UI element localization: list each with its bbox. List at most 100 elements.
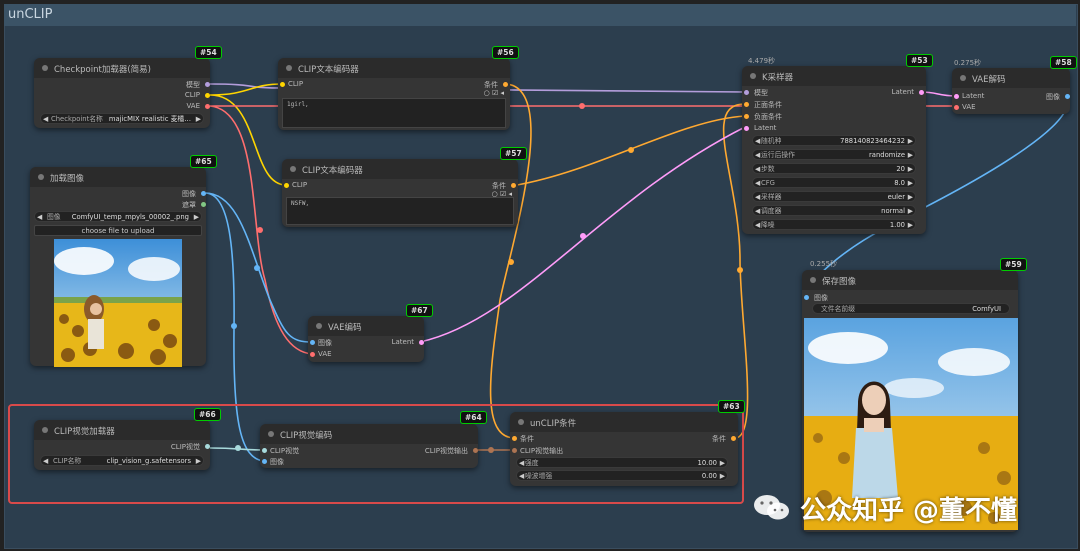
output-image-slot[interactable] [201,191,206,196]
arrow-left-icon[interactable]: ◀ [755,137,761,145]
arrow-left-icon[interactable]: ◀ [519,472,525,480]
text-toolbar-icons[interactable]: ○ ☑ ◂ [491,190,512,198]
node-clip-text-encode-positive[interactable]: CLIP文本编码器 CLIP 条件 ○ ☑ ◂ 1girl, [278,58,510,130]
collapse-dot[interactable] [42,65,48,71]
collapse-dot[interactable] [38,174,44,180]
node-header[interactable]: 保存图像 [802,270,1018,290]
input-conditioning-slot[interactable] [512,436,517,441]
arrow-right-icon[interactable]: ▶ [907,165,913,173]
node-vae-decode[interactable]: VAE解码 Latent VAE 图像 [952,68,1070,114]
node-save-image[interactable]: 保存图像 图像 文件名前缀 ComfyUI [802,270,1018,532]
arrow-right-icon[interactable]: ▶ [907,179,913,187]
collapse-dot[interactable] [268,431,274,437]
input-clip-slot[interactable] [280,82,285,87]
node-clip-text-encode-negative[interactable]: CLIP文本编码器 CLIP 条件 ○ ☑ ◂ NSFW, [282,159,518,227]
input-clip-vision-slot[interactable] [262,448,267,453]
input-image-slot[interactable] [310,340,315,345]
input-negative-slot[interactable] [744,114,749,119]
arrow-right-icon[interactable]: ▶ [719,472,725,480]
arrow-left-icon[interactable]: ◀ [37,213,43,221]
input-latent-slot[interactable] [744,126,749,131]
input-clip-vision-output-slot[interactable] [512,448,517,453]
node-header[interactable]: Checkpoint加载器(简易) [34,58,210,78]
node-header[interactable]: CLIP视觉加载器 [34,420,210,440]
collapse-dot[interactable] [286,65,292,71]
node-header[interactable]: 加载图像 [30,167,206,187]
image-combo[interactable]: ◀ 图像 ComfyUI_temp_mpyls_00002_.png ▶ [34,211,202,222]
input-clip-slot[interactable] [284,183,289,188]
arrow-right-icon[interactable]: ▶ [907,221,913,229]
collapse-dot[interactable] [810,277,816,283]
output-latent-slot[interactable] [419,340,424,345]
node-header[interactable]: CLIP文本编码器 [278,58,510,78]
output-mask-slot[interactable] [201,202,206,207]
arrow-right-icon[interactable]: ▶ [719,459,725,467]
input-image-slot[interactable] [262,459,267,464]
collapse-dot[interactable] [960,75,966,81]
filename-prefix-widget[interactable]: 文件名前缀 ComfyUI [812,303,1010,314]
collapse-dot[interactable] [316,323,322,329]
output-vae-slot[interactable] [205,104,210,109]
collapse-dot[interactable] [290,166,296,172]
output-conditioning-slot[interactable] [503,82,508,87]
clip-name-combo[interactable]: ◀ CLIP名称 clip_vision_g.safetensors ▶ [40,455,204,466]
text-toolbar-icons[interactable]: ○ ☑ ◂ [483,89,504,97]
node-vae-encode[interactable]: VAE编码 图像 VAE Latent [308,316,424,362]
arrow-left-icon[interactable]: ◀ [519,459,525,467]
arrow-left-icon[interactable]: ◀ [755,193,761,201]
node-header[interactable]: CLIP文本编码器 [282,159,518,179]
node-header[interactable]: VAE解码 [952,68,1070,88]
collapse-dot[interactable] [518,419,524,425]
node-header[interactable]: K采样器 [742,66,926,86]
arrow-left-icon[interactable]: ◀ [43,457,49,465]
arrow-left-icon[interactable]: ◀ [755,179,761,187]
output-clip-vision-output-slot[interactable] [473,448,478,453]
input-model-slot[interactable] [744,90,749,95]
input-image-slot[interactable] [804,295,809,300]
prompt-textarea[interactable]: 1girl, [282,98,506,128]
node-load-image[interactable]: 加载图像 图像 遮罩 ◀ 图像 ComfyUI_temp_mpyls_00002… [30,167,206,367]
output-clip-vision-slot[interactable] [205,444,210,449]
arrow-right-icon[interactable]: ▶ [193,213,199,221]
input-vae-slot[interactable] [310,352,315,357]
prompt-textarea[interactable]: NSFW, [286,197,514,225]
arrow-left-icon[interactable]: ◀ [43,115,49,123]
arrow-right-icon[interactable]: ▶ [195,115,201,123]
node-clip-vision-encode[interactable]: CLIP视觉编码 CLIP视觉 图像 CLIP视觉输出 [260,424,478,468]
upload-button[interactable]: choose file to upload [34,225,202,236]
node-header[interactable]: unCLIP条件 [510,412,738,432]
arrow-left-icon[interactable]: ◀ [755,207,761,215]
node-checkpoint-loader[interactable]: Checkpoint加载器(简易) 模型 CLIP VAE ◀ Checkpoi… [34,58,210,128]
arrow-right-icon[interactable]: ▶ [907,207,913,215]
arrow-left-icon[interactable]: ◀ [755,165,761,173]
arrow-left-icon[interactable]: ◀ [755,221,761,229]
ckpt-name-combo[interactable]: ◀ Checkpoint名称 majicMIX realistic 麦橘… ▶ [40,113,204,124]
output-clip-slot[interactable] [205,93,210,98]
output-model-slot[interactable] [205,82,210,87]
collapse-dot[interactable] [42,427,48,433]
node-clip-vision-loader[interactable]: CLIP视觉加载器 CLIP视觉 ◀ CLIP名称 clip_vision_g.… [34,420,210,470]
collapse-dot[interactable] [750,73,756,79]
arrow-right-icon[interactable]: ▶ [907,193,913,201]
input-positive-slot[interactable] [744,102,749,107]
output-latent-slot[interactable] [919,90,924,95]
output-image-slot[interactable] [1065,94,1070,99]
arrow-right-icon[interactable]: ▶ [907,151,913,159]
arrow-left-icon[interactable]: ◀ [755,151,761,159]
arrow-right-icon[interactable]: ▶ [907,137,913,145]
group-title[interactable]: unCLIP [4,4,1076,26]
node-header[interactable]: CLIP视觉编码 [260,424,478,444]
output-conditioning-slot[interactable] [511,183,516,188]
arrow-right-icon[interactable]: ▶ [195,457,201,465]
input-vae-slot[interactable] [954,105,959,110]
node-header[interactable]: VAE编码 [308,316,424,336]
